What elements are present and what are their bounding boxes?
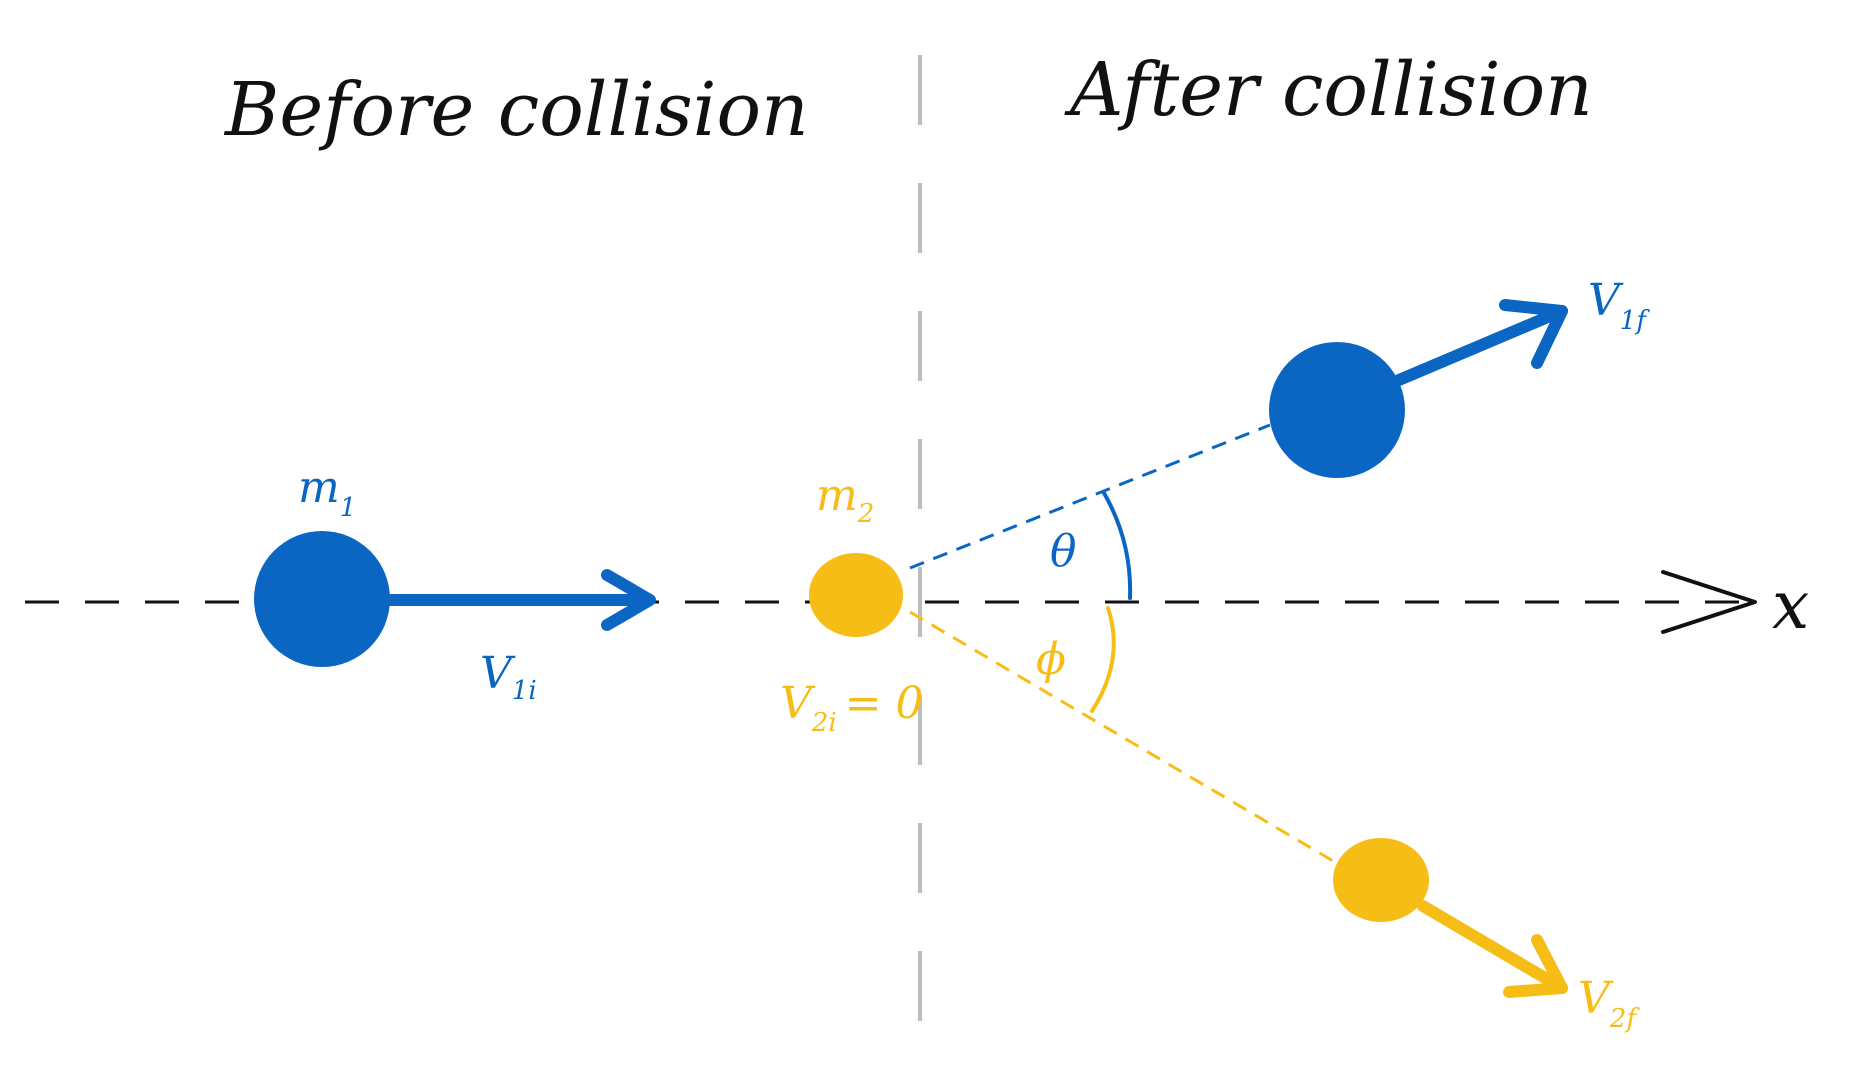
phi-angle-arc — [1090, 606, 1116, 713]
mass-1-after — [1269, 342, 1405, 478]
velocity-2f-arrow — [1417, 900, 1568, 998]
mass-1-before — [254, 531, 390, 667]
velocity-1f-arrow — [1393, 299, 1568, 386]
after-collision-heading: After collision — [1064, 47, 1593, 133]
mass-1-trajectory — [909, 423, 1271, 570]
velocity-1i-arrow — [377, 569, 656, 631]
velocity-1i-label: V1i — [480, 648, 537, 706]
theta-angle-arc — [1102, 491, 1133, 600]
velocity-2i-label: V2i= 0 — [780, 678, 924, 738]
mass-2-after — [1333, 838, 1429, 922]
velocity-2f-label: V2f — [1578, 973, 1640, 1034]
mass-2-before — [809, 553, 903, 637]
velocity-1f-label: V1f — [1588, 275, 1650, 336]
mass-2-trajectory — [909, 610, 1341, 867]
x-axis-label: x — [1772, 567, 1809, 644]
mass-2-label: m2 — [816, 470, 874, 529]
before-collision-heading: Before collision — [223, 67, 809, 153]
phi-label: ϕ — [1036, 634, 1066, 685]
theta-label: θ — [1050, 526, 1077, 577]
mass-1-label: m1 — [298, 462, 356, 523]
